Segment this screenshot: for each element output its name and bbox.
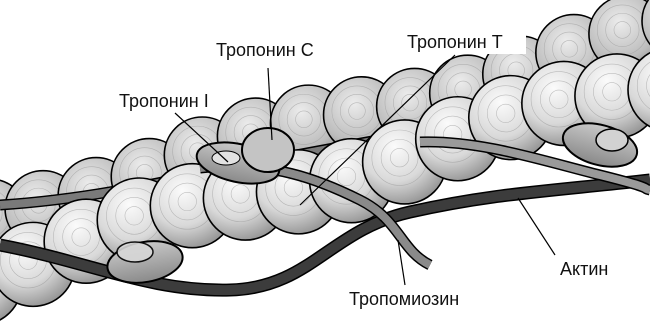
label-actin: Актин — [560, 259, 608, 279]
label-troponin-i: Тропонин I — [119, 91, 209, 111]
label-troponin-c: Тропонин С — [216, 40, 314, 60]
label-tropomyosin: Тропомиозин — [349, 289, 459, 309]
label-troponin-t: Тропонин Т — [407, 32, 503, 52]
leader-actin — [518, 198, 555, 255]
